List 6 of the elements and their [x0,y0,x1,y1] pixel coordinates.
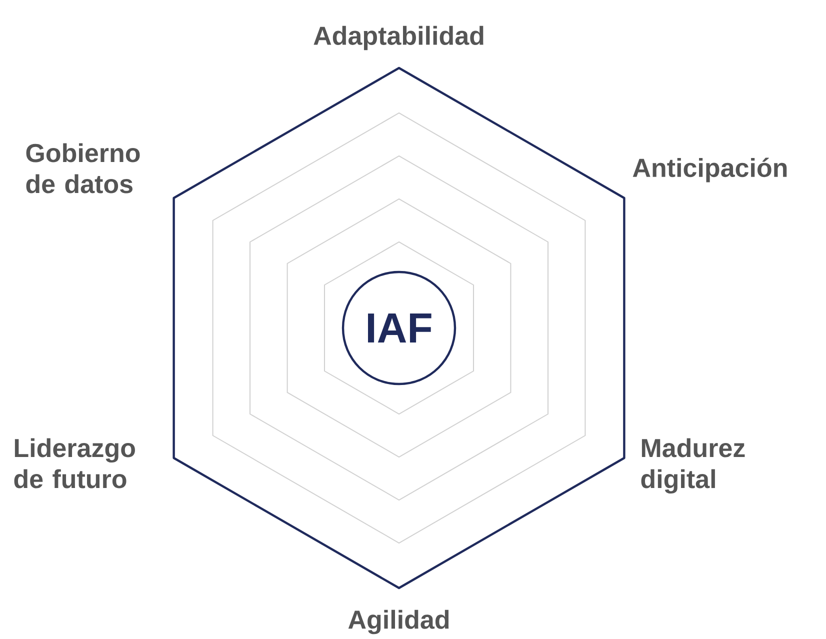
axis-label: Liderazgo de futuro [14,438,135,488]
axis-label: Anticipación [632,158,787,182]
axis-label: Agilidad [348,610,449,634]
axis-label: Adaptabilidad [314,26,484,50]
axis-label: Gobierno de datos [26,143,140,194]
axis-label: Madurez digital [641,438,745,494]
